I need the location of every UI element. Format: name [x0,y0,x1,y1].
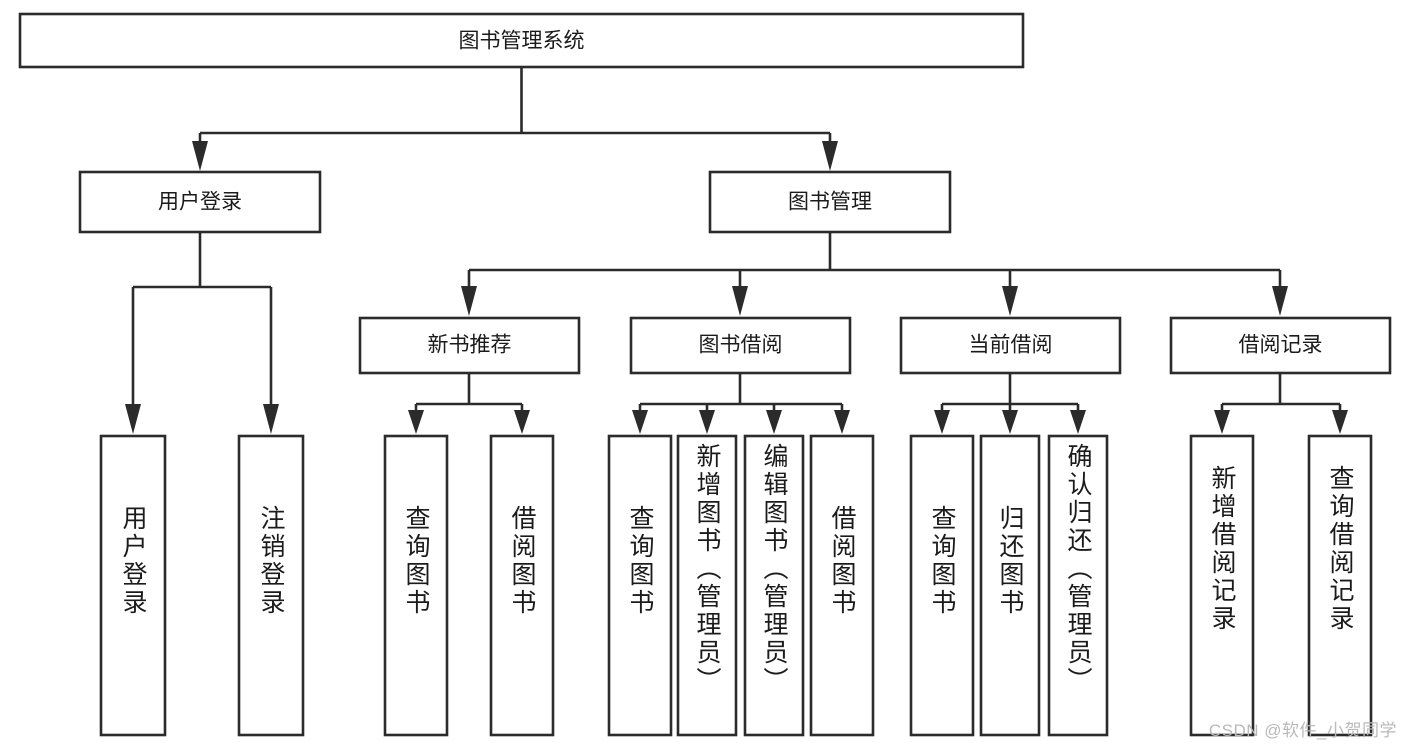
leaf-box-query-book-borrow[interactable] [607,434,673,737]
arrow-head-user-login [192,141,208,171]
node-current-borrowing-box[interactable] [899,316,1122,375]
node-user-login[interactable]: 用户登录 [78,170,322,234]
edge-group-user-login-to-leaves [125,232,279,434]
arrow-head-current-borrow [1002,286,1018,316]
edge-group-book-borrow-to-leaves [632,373,850,434]
arrow-head-leaf-borrow-book-a [514,410,530,434]
arrow-head-leaf-edit-book [766,410,782,434]
leaf-node-group [99,434,1373,737]
arrow-head-leaf-query-record [1332,410,1348,434]
arrow-head-leaf-add-book [699,410,715,434]
edge-group-current-borrow-to-leaves [934,373,1086,434]
node-book-management-label: 图书管理 [788,191,872,214]
node-book-management-box[interactable] [708,170,952,234]
leaf-box-borrow-book-rec[interactable] [489,434,555,737]
node-book-borrowing-box[interactable] [629,316,852,375]
node-book-management[interactable]: 图书管理 [708,170,952,234]
arrow-head-leaf-query-book-c [934,410,950,434]
arrow-head-leaf-query-book-b [632,410,648,434]
node-new-book-recommendation[interactable]: 新书推荐 [358,316,581,375]
node-borrowing-record-box[interactable] [1169,316,1392,375]
arrow-head-leaf-logout [263,404,279,434]
node-user-login-label: 用户登录 [158,191,242,214]
leaf-box-query-borrow-record[interactable] [1307,434,1373,737]
leaf-box-query-book-current[interactable] [909,434,975,737]
arrow-head-leaf-borrow-book-b [834,410,850,434]
leaf-box-query-book-rec[interactable] [383,434,449,737]
arrow-head-leaf-user-login [125,404,141,434]
node-root-system-label: 图书管理系统 [459,30,585,53]
node-current-borrowing[interactable]: 当前借阅 [899,316,1122,375]
node-book-borrowing[interactable]: 图书借阅 [629,316,852,375]
arrow-head-leaf-query-book-a [408,410,424,434]
leaf-box-user-login[interactable] [99,434,167,737]
node-root-system-box[interactable] [18,12,1025,69]
node-new-book-recommendation-label: 新书推荐 [428,334,512,357]
node-new-book-recommendation-box[interactable] [358,316,581,375]
arrow-head-leaf-confirm-return [1070,410,1086,434]
arrow-head-new-book-rec [461,286,477,316]
csdn-watermark: CSDN @软件_小贺同学 [1208,721,1397,740]
edge-group-root-to-level2 [192,67,838,171]
leaf-box-logout[interactable] [237,434,305,737]
arrow-head-book-borrow [732,286,748,316]
leaf-box-borrow-book-borrow[interactable] [809,434,875,737]
node-book-borrowing-label: 图书借阅 [699,334,783,357]
edge-group-new-book-rec-to-leaves [408,373,530,434]
edge-group-book-mgmt-to-level3 [461,232,1288,316]
arrow-head-leaf-add-record [1214,410,1230,434]
leaf-box-edit-book-admin[interactable] [743,434,805,737]
arrow-head-leaf-return-book [1002,410,1018,434]
leaf-box-return-book[interactable] [979,434,1041,737]
leaf-box-confirm-return-admin[interactable] [1047,434,1109,737]
leaf-box-add-borrow-record[interactable] [1189,434,1255,737]
leaf-box-add-book-admin[interactable] [676,434,738,737]
node-current-borrowing-label: 当前借阅 [969,334,1053,357]
arrow-head-borrow-record [1272,286,1288,316]
node-root-system[interactable]: 图书管理系统 [18,12,1025,69]
node-borrowing-record[interactable]: 借阅记录 [1169,316,1392,375]
edge-group-borrow-record-to-leaves [1214,373,1348,434]
node-user-login-box[interactable] [78,170,322,234]
arrow-head-book-mgmt [822,141,838,171]
node-borrowing-record-label: 借阅记录 [1239,334,1323,357]
